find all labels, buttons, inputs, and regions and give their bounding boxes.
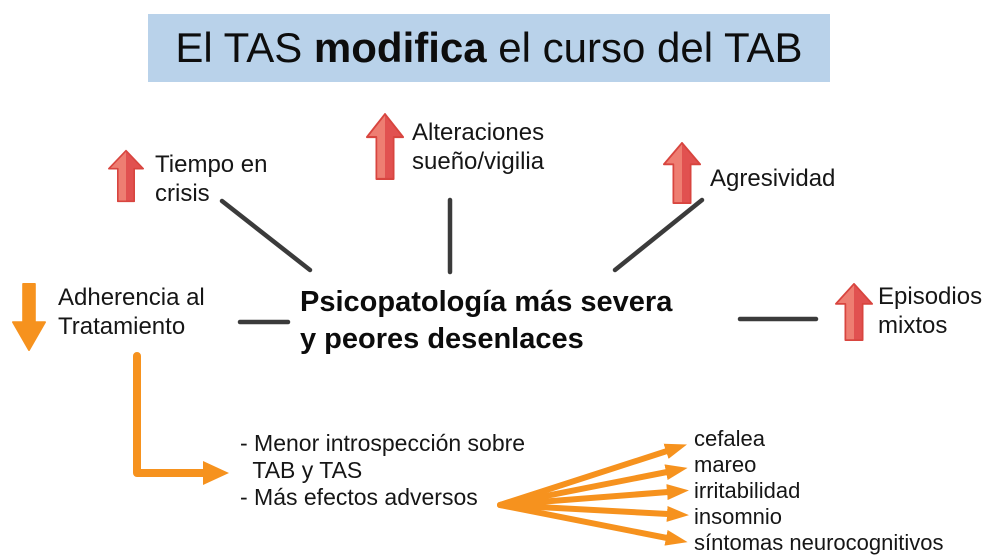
side-effect-item: irritabilidad: [694, 478, 801, 503]
connector-agresividad: [612, 197, 705, 273]
central-statement: Psicopatología más severa y peores desen…: [300, 286, 673, 355]
factor-label-adherencia: Adherencia al Tratamiento: [58, 284, 205, 340]
increase-arrow-icon: [108, 149, 144, 203]
factor-label-alteraciones: Alteraciones sueño/vigilia: [412, 119, 545, 175]
increase-arrow-icon: [835, 283, 873, 341]
side-effects-list: cefalea mareo irritabilidad insomnio sín…: [694, 426, 943, 556]
title-emphasis: modifica: [313, 24, 487, 71]
elbow-arrow: [133, 352, 229, 485]
factor-label-episodios-mixtos: Episodios mixtos: [878, 283, 983, 339]
factor-label-tiempo-crisis: Tiempo en crisis: [155, 151, 268, 207]
connector-tiempo-crisis: [219, 198, 313, 273]
fan-arrow-insomnio: [497, 502, 689, 522]
side-effect-item: cefalea: [694, 426, 765, 451]
increase-arrow-icon: [366, 113, 404, 180]
side-effect-item: mareo: [694, 452, 757, 477]
consequences-notes: - Menor introspección sobre TAB y TAS - …: [240, 430, 526, 510]
decrease-arrow-icon: [12, 283, 46, 351]
increase-arrow-icon: [663, 142, 701, 204]
side-effect-item: insomnio: [694, 504, 783, 529]
title-banner: El TAS modifica el curso del TAB: [148, 14, 830, 82]
factor-label-agresividad: Agresividad: [710, 165, 836, 192]
fan-arrow-irritabilidad: [497, 484, 689, 508]
page-title: El TAS modifica el curso del TAB: [175, 24, 803, 71]
side-effect-item: síntomas neurocognitivos: [694, 530, 944, 555]
